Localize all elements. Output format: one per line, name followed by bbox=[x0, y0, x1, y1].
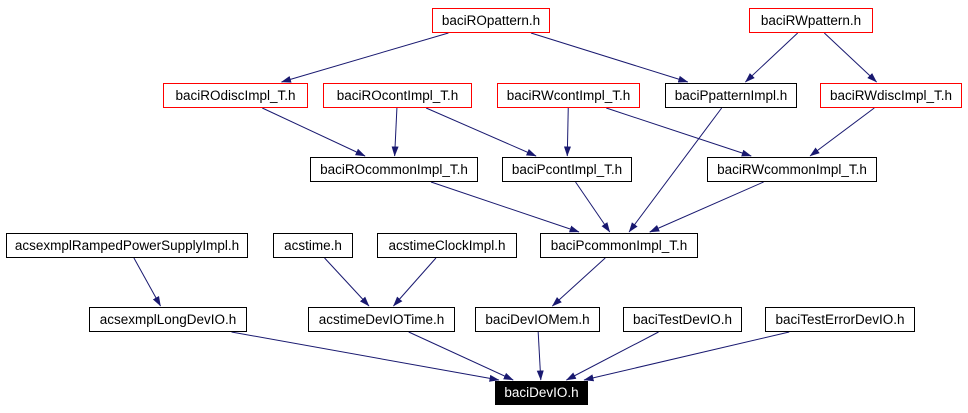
edge-bacipcommonimpl-t-h-to-bacideviomem-h bbox=[551, 257, 606, 307]
edge-acstime-h-to-acstimedeviotime-h bbox=[324, 257, 370, 307]
edge-bacippatternimpl-h-to-bacipcommonimpl-t-h bbox=[628, 107, 723, 233]
edge-acsexmplrampedpowersupplyimpl-h-to-acsexmpllongdevio-h bbox=[133, 257, 161, 307]
edge-bacirocommonimpl-t-h-to-bacipcommonimpl-t-h bbox=[430, 181, 580, 233]
edge-bacitesterrordevio-h-to-bacidevio-h bbox=[583, 331, 790, 382]
node-bacirodiscimpl-t-h[interactable]: baciROdiscImpl_T.h bbox=[163, 83, 308, 108]
edge-bacirocontimpl-t-h-to-bacipcontimpl-t-h bbox=[425, 107, 537, 157]
node-bacipcommonimpl-t-h[interactable]: baciPcommonImpl_T.h bbox=[540, 233, 698, 258]
node-bacirwpattern-h[interactable]: baciRWpattern.h bbox=[749, 8, 873, 33]
edge-acstimeclockimpl-h-to-acstimedeviotime-h bbox=[393, 257, 437, 307]
node-bacippatternimpl-h[interactable]: baciPpatternImpl.h bbox=[665, 83, 797, 108]
edge-bacirwpattern-h-to-bacirwdiscimpl-t-h bbox=[823, 32, 877, 83]
edge-bacirwcontimpl-t-h-to-bacirwcommonimpl-t-h bbox=[606, 107, 752, 157]
node-bacirocontimpl-t-h[interactable]: baciROcontImpl_T.h bbox=[323, 83, 472, 108]
node-acstimedeviotime-h[interactable]: acstimeDevIOTime.h bbox=[308, 307, 455, 332]
node-bacidevio-h[interactable]: baciDevIO.h bbox=[495, 381, 588, 405]
edge-bacitestdevio-h-to-bacidevio-h bbox=[565, 331, 659, 381]
node-bacirwcommonimpl-t-h[interactable]: baciRWcommonImpl_T.h bbox=[707, 157, 877, 182]
node-bacitestdevio-h[interactable]: baciTestDevIO.h bbox=[623, 307, 742, 332]
node-bacitesterrordevio-h[interactable]: baciTestErrorDevIO.h bbox=[765, 307, 915, 332]
edge-bacirocontimpl-t-h-to-bacirocommonimpl-t-h bbox=[391, 107, 399, 157]
edge-bacideviomem-h-to-bacidevio-h bbox=[536, 331, 544, 381]
node-bacirwdiscimpl-t-h[interactable]: baciRWdiscImpl_T.h bbox=[820, 83, 962, 108]
node-acstimeclockimpl-h[interactable]: acstimeClockImpl.h bbox=[377, 233, 517, 258]
node-acsexmpllongdevio-h[interactable]: acsexmplLongDevIO.h bbox=[89, 307, 247, 332]
node-acsexmplrampedpowersupplyimpl-h[interactable]: acsexmplRampedPowerSupplyImpl.h bbox=[6, 233, 248, 258]
edge-bacirwdiscimpl-t-h-to-bacirwcommonimpl-t-h bbox=[809, 107, 875, 157]
edge-acsexmpllongdevio-h-to-bacidevio-h bbox=[231, 331, 500, 382]
node-bacipcontimpl-t-h[interactable]: baciPcontImpl_T.h bbox=[502, 157, 632, 182]
edge-bacipcontimpl-t-h-to-bacipcommonimpl-t-h bbox=[575, 181, 611, 233]
node-acstime-h[interactable]: acstime.h bbox=[273, 233, 353, 258]
node-bacirwcontimpl-t-h[interactable]: baciRWcontImpl_T.h bbox=[497, 83, 640, 108]
edge-baciropattern-h-to-bacirodiscimpl-t-h bbox=[281, 32, 449, 83]
node-bacideviomem-h[interactable]: baciDevIOMem.h bbox=[475, 307, 600, 332]
node-baciropattern-h[interactable]: baciROpattern.h bbox=[432, 8, 550, 33]
edge-bacirwpattern-h-to-bacippatternimpl-h bbox=[745, 32, 799, 83]
edge-bacirodiscimpl-t-h-to-bacirocommonimpl-t-h bbox=[262, 107, 366, 157]
edge-baciropattern-h-to-bacippatternimpl-h bbox=[530, 32, 689, 83]
edge-acstimedeviotime-h-to-bacidevio-h bbox=[408, 331, 514, 381]
node-bacirocommonimpl-t-h[interactable]: baciROcommonImpl_T.h bbox=[310, 157, 478, 182]
edge-bacirwcontimpl-t-h-to-bacipcontimpl-t-h bbox=[563, 107, 571, 157]
edge-bacirwcommonimpl-t-h-to-bacipcommonimpl-t-h bbox=[649, 181, 764, 233]
